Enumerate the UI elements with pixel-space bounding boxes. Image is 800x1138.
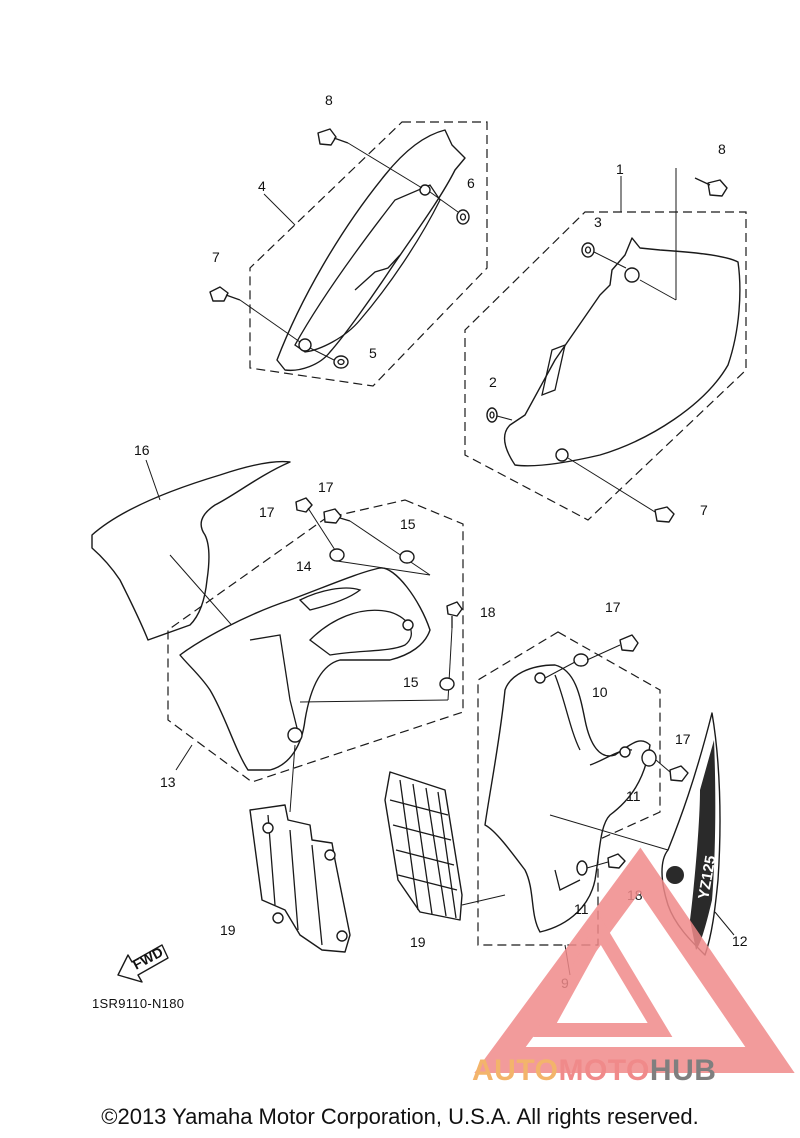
bolt-8-top-right bbox=[639, 168, 728, 301]
callout-18-a: 18 bbox=[480, 604, 496, 620]
callout-2: 2 bbox=[489, 374, 497, 390]
part-4-side-cover bbox=[249, 121, 488, 387]
washer-6 bbox=[429, 191, 470, 225]
callout-17-b: 17 bbox=[259, 504, 275, 520]
callout-7-right: 7 bbox=[700, 502, 708, 518]
callout-17-c: 17 bbox=[605, 599, 621, 615]
callout-6: 6 bbox=[467, 175, 475, 191]
callout-5: 5 bbox=[369, 345, 377, 361]
watermark-brand: AUTOMOTOHUB bbox=[472, 1054, 716, 1088]
callout-15-b: 15 bbox=[403, 674, 419, 690]
watermark-logo-icon bbox=[474, 847, 795, 1073]
callout-7-left: 7 bbox=[212, 249, 220, 265]
callout-19-a: 19 bbox=[220, 922, 236, 938]
callout-15-a: 15 bbox=[400, 516, 416, 532]
part-19-guard-left bbox=[249, 744, 351, 953]
callout-11-a: 11 bbox=[626, 788, 641, 804]
callout-17-a: 17 bbox=[318, 479, 334, 495]
watermark-hub: HUB bbox=[649, 1054, 717, 1087]
drawing-code: 1SR9110-N180 bbox=[92, 996, 185, 1011]
watermark-moto: MOTO bbox=[558, 1054, 650, 1087]
hardware-shroud-right bbox=[544, 634, 689, 876]
callout-3: 3 bbox=[594, 214, 602, 230]
washer-3 bbox=[581, 242, 627, 269]
part-9-shroud bbox=[477, 631, 661, 946]
callout-11-b: 11 bbox=[574, 901, 589, 917]
washer-5 bbox=[309, 347, 349, 369]
watermark-auto: AUTO bbox=[472, 1054, 559, 1087]
washer-2 bbox=[486, 407, 513, 423]
bolt-8-top-left bbox=[317, 128, 423, 189]
hardware-shroud bbox=[295, 497, 463, 703]
callout-8-top-left: 8 bbox=[325, 92, 333, 108]
part-19-grille bbox=[384, 771, 506, 921]
callout-17-d: 17 bbox=[675, 731, 691, 747]
callout-4: 4 bbox=[258, 178, 266, 194]
bolt-7-left bbox=[209, 286, 301, 343]
callout-10: 10 bbox=[592, 684, 608, 700]
callout-8-top-right: 8 bbox=[718, 141, 726, 157]
callout-1: 1 bbox=[616, 161, 624, 177]
part-1-side-cover bbox=[464, 211, 747, 521]
callout-19-b: 19 bbox=[410, 934, 426, 950]
callout-13: 13 bbox=[160, 774, 176, 790]
part-13-shroud bbox=[167, 499, 464, 783]
copyright-notice: ©2013 Yamaha Motor Corporation, U.S.A. A… bbox=[101, 1104, 699, 1129]
bolt-7-right bbox=[567, 457, 675, 523]
callout-14: 14 bbox=[296, 558, 312, 574]
fwd-arrow: FWD bbox=[117, 944, 169, 983]
callout-12: 12 bbox=[732, 933, 748, 949]
callout-16: 16 bbox=[134, 442, 150, 458]
